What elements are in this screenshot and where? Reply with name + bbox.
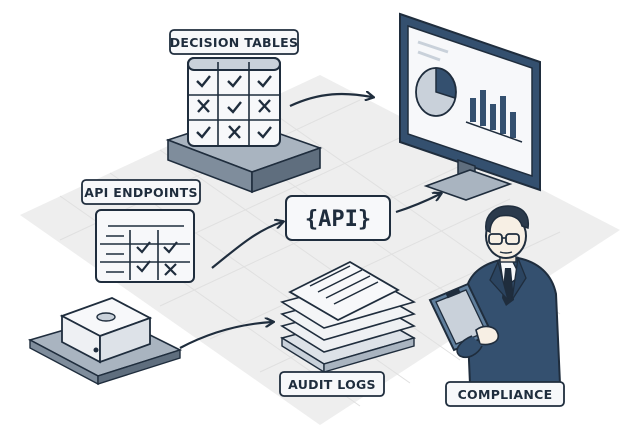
svg-text:{API}: {API} bbox=[305, 207, 371, 232]
svg-text:COMPLIANCE: COMPLIANCE bbox=[458, 387, 553, 402]
monitor-icon bbox=[399, 12, 541, 201]
pie-chart-icon bbox=[415, 67, 457, 117]
cross-mark bbox=[197, 99, 210, 113]
person-icon bbox=[464, 205, 562, 385]
decision-table-icon bbox=[187, 57, 281, 147]
check-mark bbox=[227, 75, 242, 88]
arrow-api-to-monitor bbox=[395, 194, 440, 214]
cross-mark bbox=[164, 263, 177, 276]
cross-mark bbox=[258, 99, 271, 113]
check-mark bbox=[196, 75, 211, 88]
decision-tables-label: DECISION TABLES bbox=[169, 29, 299, 55]
api-endpoints-table-icon bbox=[95, 209, 195, 283]
check-mark bbox=[136, 241, 151, 254]
document-stack-icon bbox=[280, 260, 417, 374]
check-mark bbox=[227, 101, 242, 114]
api-endpoints-label: API ENDPOINTS bbox=[81, 179, 201, 205]
svg-text:AUDIT LOGS: AUDIT LOGS bbox=[288, 377, 376, 392]
audit-logs-label: AUDIT LOGS bbox=[279, 371, 385, 397]
decision-tables-group: DECISION TABLES bbox=[165, 29, 323, 194]
cross-mark bbox=[228, 125, 241, 139]
arrow-endpoints-to-api bbox=[211, 222, 282, 269]
arrow-server-to-logs bbox=[179, 322, 272, 349]
api-endpoints-group: API ENDPOINTS bbox=[81, 179, 201, 283]
clipboard-icon bbox=[428, 282, 500, 359]
check-mark bbox=[136, 260, 151, 273]
api-box-icon: {API} bbox=[285, 195, 391, 241]
compliance-label: COMPLIANCE bbox=[445, 381, 565, 407]
check-mark bbox=[257, 75, 272, 88]
check-mark bbox=[163, 241, 178, 254]
check-mark bbox=[257, 126, 272, 139]
server-device-icon bbox=[27, 297, 183, 386]
svg-text:DECISION TABLES: DECISION TABLES bbox=[170, 35, 299, 50]
svg-text:API ENDPOINTS: API ENDPOINTS bbox=[84, 185, 198, 200]
check-mark bbox=[196, 126, 211, 139]
arrow-tables-to-monitor bbox=[289, 94, 372, 107]
bar-chart-icon bbox=[465, 90, 523, 143]
